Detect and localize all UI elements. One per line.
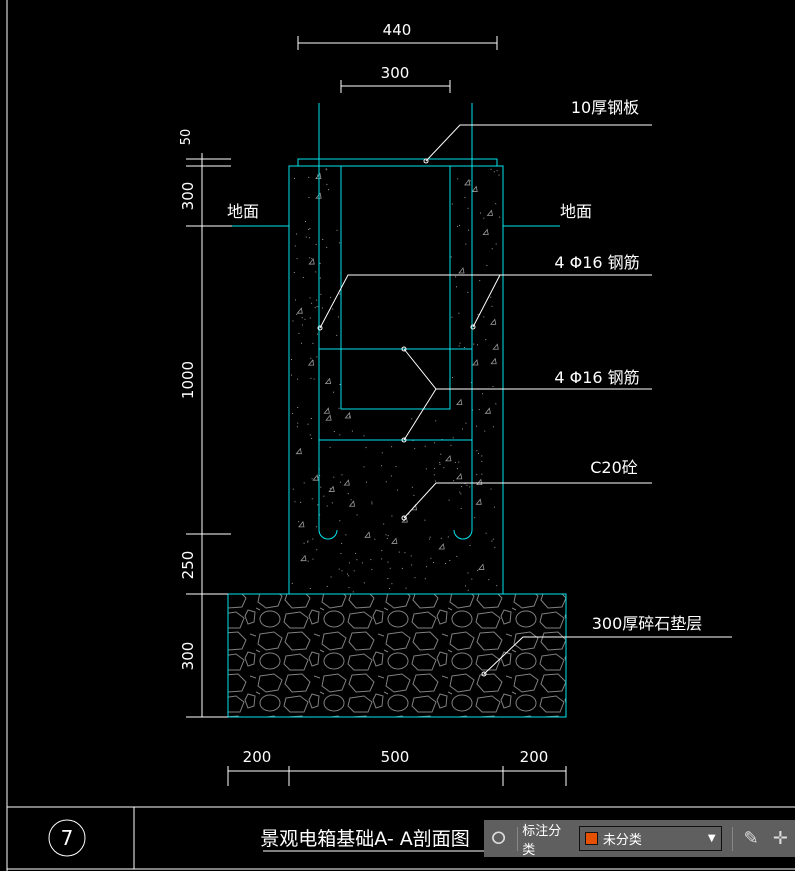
dim-gravel: 300: [179, 642, 197, 671]
category-label: 标注分类: [522, 823, 562, 858]
label-steel-plate: 10厚钢板: [571, 98, 639, 117]
label-gravel: 300厚碎石垫层: [592, 614, 703, 633]
grid-icon[interactable]: ⭘: [491, 828, 506, 849]
drawing-frame: [6, 0, 795, 871]
divider: [731, 826, 733, 851]
label-rebar-1: 4 Φ16 钢筋: [554, 253, 639, 272]
inner-cavity: [340, 165, 451, 410]
dim-main: 1000: [179, 361, 197, 399]
gravel-layer: [227, 593, 567, 718]
dim-bottom-right: 200: [520, 748, 549, 766]
dim-top-inner: 300: [381, 64, 410, 82]
label-ground-left: 地面: [227, 202, 259, 221]
dim-bottom-left: 200: [243, 748, 272, 766]
move-icon[interactable]: ✛: [772, 828, 788, 849]
dimension-lines: [186, 36, 567, 786]
concrete-hatch: [291, 168, 501, 593]
label-concrete: C20砼: [590, 458, 638, 477]
detail-number-circle: [48, 819, 86, 857]
label-rebar-2: 4 Φ16 钢筋: [554, 368, 639, 387]
dim-bottom-mid: 500: [381, 748, 410, 766]
annotation-toolbar: ⭘ 标注分类 未分类 ▼ ✎ ✛: [484, 820, 795, 858]
drawing-title: 景观电箱基础A- A剖面图: [260, 828, 469, 850]
category-select[interactable]: 未分类 ▼: [578, 826, 722, 851]
steel-plate: [297, 158, 498, 167]
dim-plate: 50: [179, 129, 194, 146]
edit-icon[interactable]: ✎: [743, 828, 759, 849]
dim-upper: 300: [179, 182, 197, 211]
rebar: [232, 103, 560, 540]
category-value: 未分类: [602, 833, 642, 848]
detail-number: 7: [61, 826, 74, 850]
color-swatch: [584, 832, 598, 845]
label-ground-right: 地面: [560, 202, 592, 221]
leader-lines: [317, 124, 732, 677]
chevron-down-icon: ▼: [707, 833, 716, 844]
divider: [517, 826, 519, 851]
dim-base: 250: [179, 551, 197, 580]
dim-top-outer: 440: [383, 21, 412, 39]
